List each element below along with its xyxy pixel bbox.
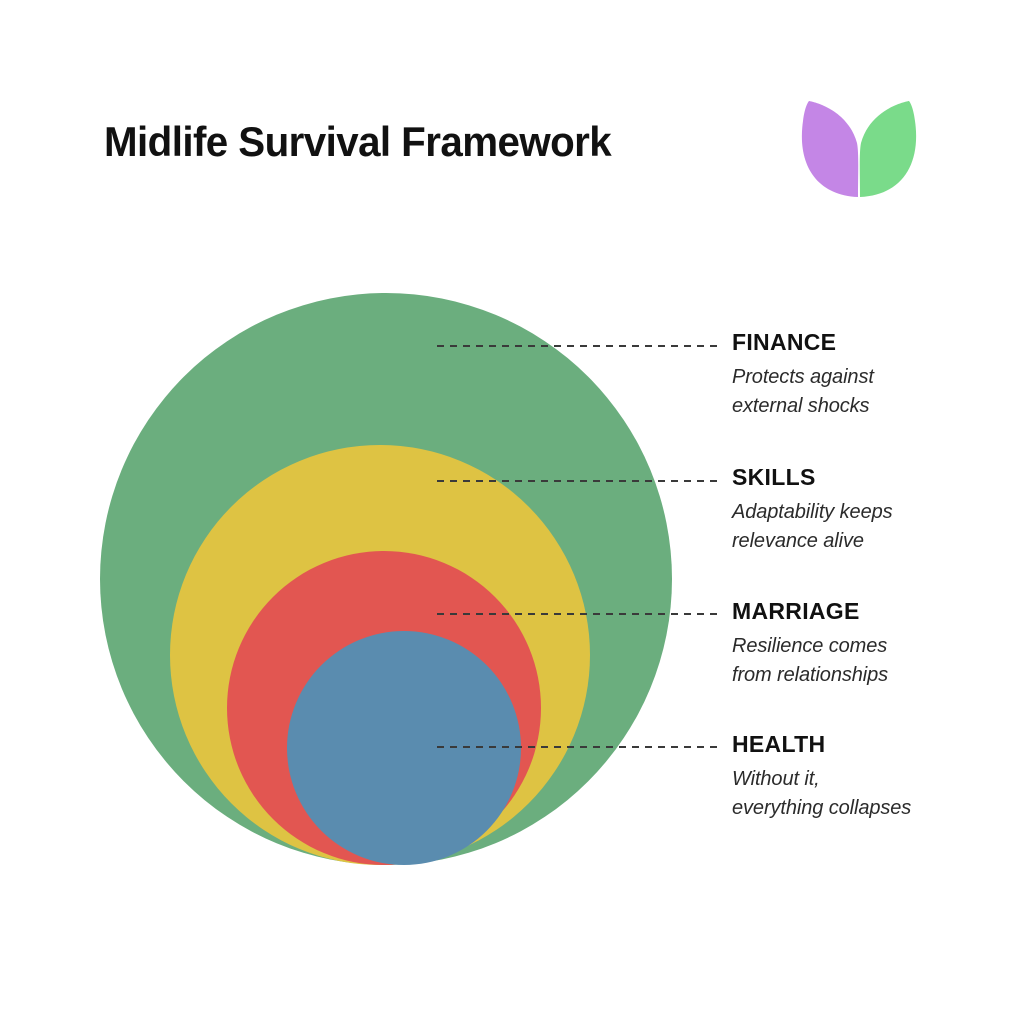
legend-entry-finance: FINANCE Protects against external shocks [732, 330, 1000, 420]
legend-title-finance: FINANCE [732, 329, 837, 355]
legend-desc-line1: Protects against [732, 366, 874, 389]
legend-entry-marriage: MARRIAGE Resilience comes from relationshi… [732, 599, 1000, 689]
leaf-right-icon [859, 101, 917, 197]
legend-desc-line2: from relationships [732, 663, 889, 686]
page-title: Midlife Survival Framework [104, 118, 612, 165]
legend-desc-line2: everything collapses [732, 796, 912, 819]
legend-desc-finance: Protects against external shocks [732, 363, 1000, 420]
venn-circle-health [287, 631, 521, 865]
legend-desc-marriage: Resilience comes from relationships [732, 632, 1000, 689]
legend-entry-skills: SKILLS Adaptability keeps relevance alive [732, 465, 1000, 555]
leader-lines-group [437, 345, 722, 748]
legend-desc-line1: Without it, [732, 768, 820, 791]
brand-logo [795, 95, 923, 200]
legend-title-skills: SKILLS [732, 464, 816, 490]
leaf-left-icon [801, 101, 859, 197]
legend-desc-line2: external shocks [732, 394, 870, 417]
legend-desc-line1: Adaptability keeps [732, 501, 893, 524]
legend-title-health: HEALTH [732, 731, 826, 757]
legend-desc-line1: Resilience comes [732, 635, 888, 658]
legend-desc-health: Without it, everything collapses [732, 765, 1000, 822]
legend-title-marriage: MARRIAGE [732, 598, 860, 624]
legend-desc-skills: Adaptability keeps relevance alive [732, 498, 1000, 555]
legend-desc-line2: relevance alive [732, 529, 864, 552]
circles-group [100, 293, 672, 865]
legend-entry-health: HEALTH Without it, everything collapses [732, 732, 1000, 822]
